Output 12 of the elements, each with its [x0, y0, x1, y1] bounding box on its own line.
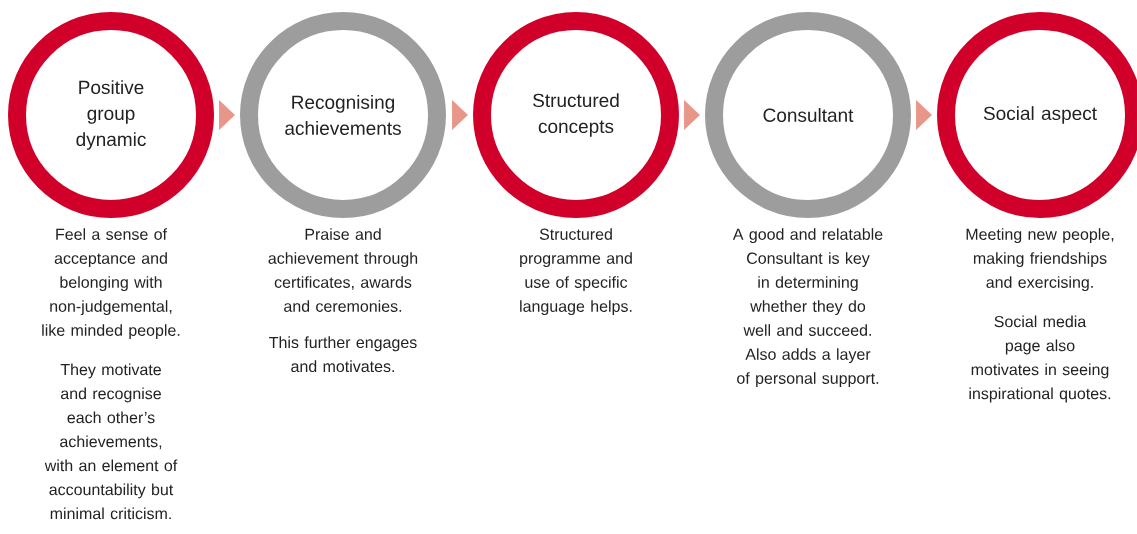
description-text: Feel a sense of acceptance and belonging with non-judgemental, like minded people.	[42, 228, 180, 340]
description-text: Structured programme and use of specific language helps.	[520, 228, 632, 316]
chevron-arrow	[683, 100, 700, 130]
description-text: This further engages and motivates.	[269, 336, 417, 373]
description-text: They motivate and recognise each other’s achievements, with an element of accountability but minimal criticism.	[44, 363, 178, 520]
description-text: Praise and achievement through certificates, awards and ceremonies.	[268, 228, 418, 312]
chevron-arrow	[218, 100, 235, 130]
description-text: Social media page also motivates in seeing inspirational quotes.	[969, 315, 1111, 403]
chevron-arrow	[450, 100, 468, 130]
description-text: Meeting new people, making friendships and exercising.	[966, 228, 1114, 292]
description-text: A good and relatable Consultant is key in determining whether they do well and succeed. Also adds a layer of personal support.	[732, 228, 883, 388]
chevron-arrow	[915, 100, 932, 130]
